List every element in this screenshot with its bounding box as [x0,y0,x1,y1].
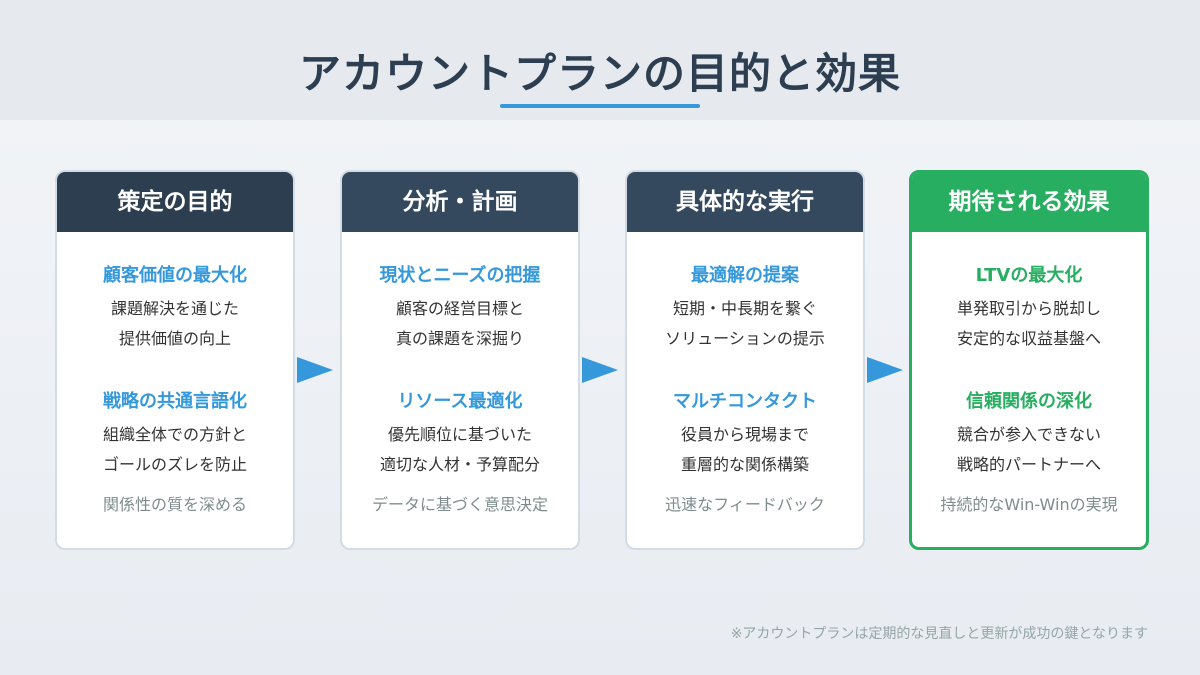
card-note: データに基づく意思決定 [371,495,548,514]
section-title: 信頼関係の深化 [966,391,1092,412]
section-line: ソリューションの提示 [665,329,825,348]
section-line: 競合が参入できない [956,425,1101,444]
section-title: LTVの最大化 [975,265,1083,286]
section-text: 競合が参入できない 戦略的パートナーへ [912,420,1146,480]
section-title: 現状とニーズの把握 [379,265,541,286]
page-title: アカウントプランの目的と効果 [298,49,901,98]
section-line: 課題解決を通じた [110,299,239,318]
card-note: 迅速なフィードバック [665,495,825,514]
arrow-right-icon [867,357,903,383]
card-body: 顧客価値の最大化 課題解決を通じた 提供価値の向上 戦略の共通言語化 組織全体で… [57,232,293,518]
title-band [0,0,1200,120]
section-line: 短期・中長期を繋ぐ [672,299,817,318]
section-text: 組織全体での方針と ゴールのズレを防止 [57,420,293,480]
section-line: 戦略的パートナーへ [956,455,1101,474]
section-line: 真の課題を深掘り [395,329,524,348]
card-header: 期待される効果 [912,173,1146,232]
card-body: 現状とニーズの把握 顧客の経営目標と 真の課題を深掘り リソース最適化 優先順位… [342,232,578,518]
section-text: 短期・中長期を繋ぐ ソリューションの提示 [627,294,863,354]
section-title: マルチコンタクト [673,391,817,412]
arrow-right-icon [582,357,618,383]
card-analysis: 分析・計画 現状とニーズの把握 顧客の経営目標と 真の課題を深掘り リソース最適… [340,170,580,550]
section-text: 役員から現場まで 重層的な関係構築 [627,420,863,480]
section-line: 単発取引から脱却し [956,299,1101,318]
section-title: 戦略の共通言語化 [103,391,247,412]
arrow-right-icon [297,357,333,383]
section-text: 顧客の経営目標と 真の課題を深掘り [342,294,578,354]
section-line: 提供価値の向上 [118,329,231,348]
title-underline [500,104,700,108]
card-header: 具体的な実行 [627,172,863,232]
section-line: 安定的な収益基盤へ [956,329,1101,348]
section-title: 顧客価値の最大化 [103,265,247,286]
footnote: ※アカウントプランは定期的な見直しと更新が成功の鍵となります [730,626,1148,642]
card-note: 持続的なWin-Winの実現 [940,495,1118,514]
section-text: 優先順位に基づいた 適切な人材・予算配分 [342,420,578,480]
section-line: 組織全体での方針と [102,425,247,444]
card-note: 関係性の質を深める [102,495,247,514]
section-line: 適切な人材・予算配分 [379,455,540,474]
card-execution: 具体的な実行 最適解の提案 短期・中長期を繋ぐ ソリューションの提示 マルチコン… [625,170,865,550]
section-line: 役員から現場まで [680,425,809,444]
section-text: 単発取引から脱却し 安定的な収益基盤へ [912,294,1146,354]
section-line: 顧客の経営目標と [395,299,524,318]
section-text: 課題解決を通じた 提供価値の向上 [57,294,293,354]
section-line: 重層的な関係構築 [680,455,809,474]
section-title: 最適解の提案 [691,265,799,286]
card-effects: 期待される効果 LTVの最大化 単発取引から脱却し 安定的な収益基盤へ 信頼関係… [909,170,1149,550]
card-header: 分析・計画 [342,172,578,232]
card-body: LTVの最大化 単発取引から脱却し 安定的な収益基盤へ 信頼関係の深化 競合が参… [912,232,1146,518]
section-title: リソース最適化 [397,391,523,412]
card-header: 策定の目的 [57,172,293,232]
section-line: 優先順位に基づいた [387,425,532,444]
section-line: ゴールのズレを防止 [102,455,247,474]
card-purpose: 策定の目的 顧客価値の最大化 課題解決を通じた 提供価値の向上 戦略の共通言語化… [55,170,295,550]
card-body: 最適解の提案 短期・中長期を繋ぐ ソリューションの提示 マルチコンタクト 役員か… [627,232,863,518]
